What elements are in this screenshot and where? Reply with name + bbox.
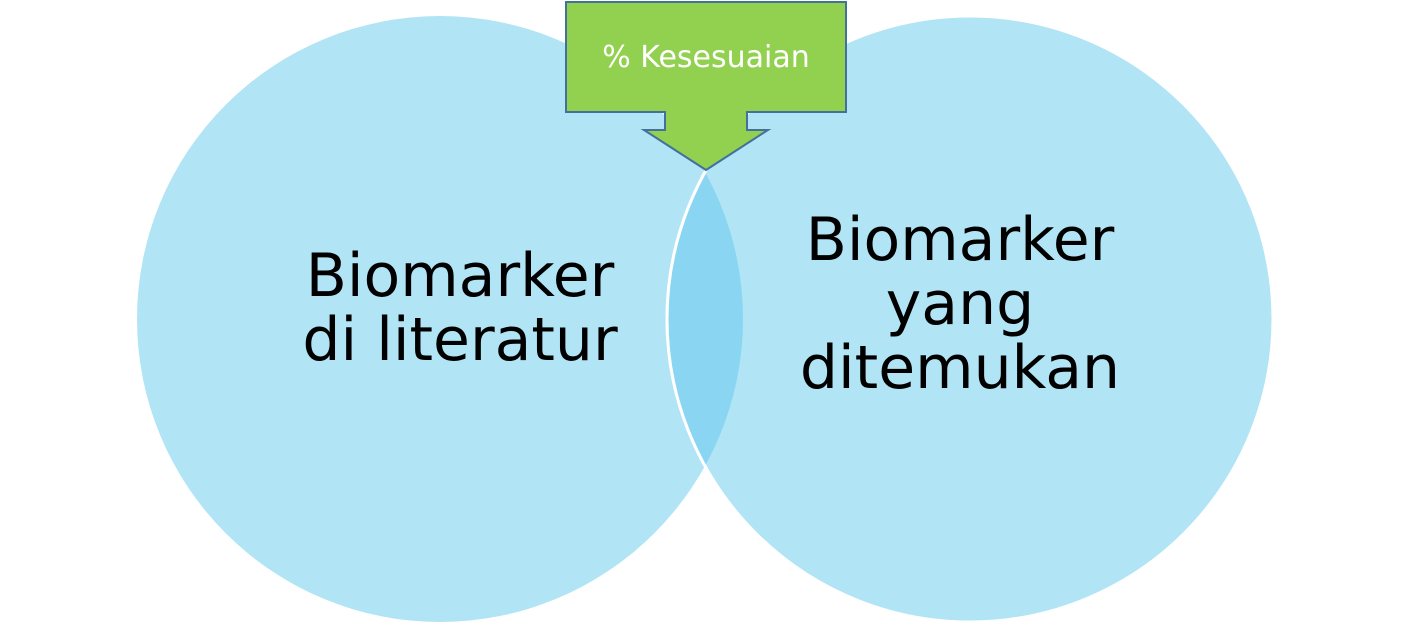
left-set-circle (137, 16, 743, 622)
right-set-label: Biomarker yang ditemukan (710, 208, 1210, 400)
right-set-label-line: ditemukan (799, 333, 1121, 403)
right-set-label-line: yang (885, 269, 1035, 339)
right-set-label-line: Biomarker (805, 205, 1115, 275)
callout-shape (565, 1, 847, 172)
left-set-label-line: di literatur (302, 305, 618, 375)
intersection-region (665, 16, 743, 622)
callout-label: % Kesesuaian (602, 40, 810, 75)
left-set-label-line: Biomarker (305, 241, 615, 311)
left-set-label: Biomarker di literatur (210, 244, 710, 372)
